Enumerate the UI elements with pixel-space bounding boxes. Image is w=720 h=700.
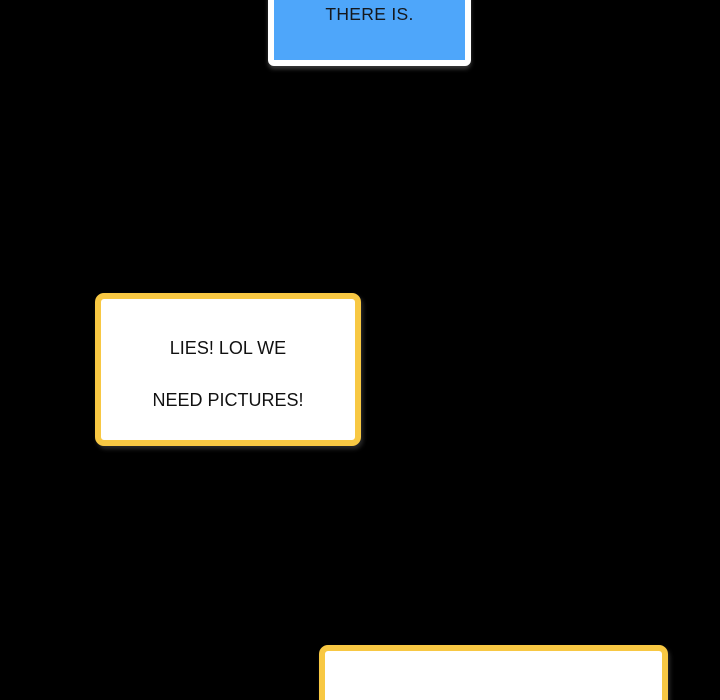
card-yellow-middle-text: LIES! LOL WE NEED PICTURES! (152, 309, 303, 439)
card-yellow-middle-text-line1: LIES! LOL WE (169, 337, 287, 358)
card-yellow-bottom[interactable] (319, 645, 668, 700)
card-blue-text: THERE IS. (325, 3, 414, 24)
card-yellow-middle[interactable]: LIES! LOL WE NEED PICTURES! (95, 293, 361, 446)
card-blue[interactable]: THERE IS. (268, 0, 471, 66)
card-yellow-middle-text-line2: NEED PICTURES! (152, 389, 304, 410)
